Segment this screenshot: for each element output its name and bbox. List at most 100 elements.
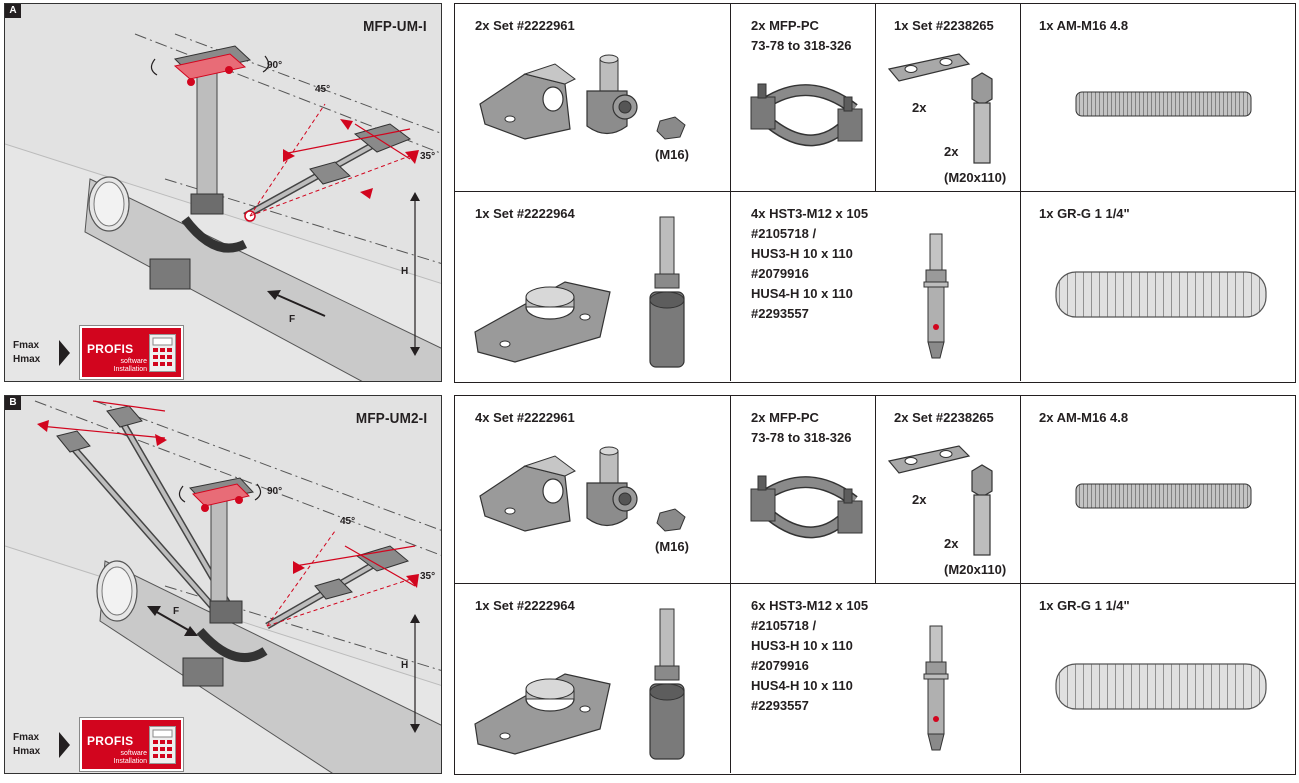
anchor-bolt-icon bbox=[923, 625, 949, 751]
profis-brand: PROFIS bbox=[87, 734, 134, 748]
corrugated-tube-label: 1x GR-G 1 1/4" bbox=[1039, 598, 1130, 613]
profis-brand: PROFIS bbox=[87, 342, 134, 356]
angle-45-label: 45° bbox=[315, 84, 330, 95]
anchor-line-4: #2079916 bbox=[751, 658, 809, 673]
plate-bolt-set-icon bbox=[887, 53, 993, 164]
bracket-set-label: 2x Set #2222961 bbox=[475, 18, 575, 33]
pipe-clamp-qty: 2x MFP-PC bbox=[751, 410, 819, 425]
plate-bolt-set-label: 1x Set #2238265 bbox=[894, 18, 994, 33]
bolt-qty-label: 2x bbox=[944, 536, 959, 551]
pipe-hanger-illustration-b: 90° 45° 35° H F bbox=[5, 396, 441, 773]
parts-table-a: 2x Set #2222961 (M16) 2x MFP-PC 73-78 to… bbox=[454, 3, 1296, 383]
angle-45-label: 45° bbox=[340, 516, 355, 527]
bracket-set-label: 4x Set #2222961 bbox=[475, 410, 575, 425]
anchor-line-1: 4x HST3-M12 x 105 bbox=[751, 206, 869, 221]
play-arrow-icon bbox=[59, 340, 70, 366]
nut-size-label: (M16) bbox=[655, 539, 689, 554]
bracket-set-icon bbox=[479, 446, 686, 532]
hmax-text: Hmax bbox=[13, 746, 41, 757]
anchor-bolt-icon bbox=[923, 233, 949, 359]
base-plate-set-icon bbox=[474, 608, 685, 760]
play-arrow-icon bbox=[59, 732, 70, 758]
angle-90-label: 90° bbox=[267, 486, 282, 497]
installation-diagram-a: 90° 45° 35° H F A MFP-UM-I Fmax Hmax PRO… bbox=[4, 3, 442, 382]
anchors-label: 4x HST3-M12 x 105 #2105718 / HUS3-H 10 x… bbox=[751, 204, 868, 324]
force-label: F bbox=[289, 314, 295, 325]
anchor-line-5: HUS4-H 10 x 110 bbox=[751, 678, 853, 693]
threaded-rod-label: 2x AM-M16 4.8 bbox=[1039, 410, 1129, 425]
anchor-line-2: #2105718 / bbox=[751, 618, 817, 633]
anchor-line-3: HUS3-H 10 x 110 bbox=[751, 638, 853, 653]
cell-bracket-set: 4x Set #2222961 (M16) bbox=[455, 396, 731, 584]
pipe-clamp-range: 73-78 to 318-326 bbox=[751, 38, 852, 53]
anchor-line-6: #2293557 bbox=[751, 698, 809, 713]
base-plate-set-icon bbox=[474, 216, 685, 368]
corrugated-tube-icon bbox=[1055, 663, 1267, 710]
cell-pipe-clamp: 2x MFP-PC 73-78 to 318-326 bbox=[731, 396, 876, 584]
pipe-clamp-label: 2x MFP-PC 73-78 to 318-326 bbox=[751, 408, 851, 448]
threaded-rod-icon bbox=[1075, 483, 1252, 509]
corrugated-tube-label: 1x GR-G 1 1/4" bbox=[1039, 206, 1130, 221]
cell-base-plate-set: 1x Set #2222964 bbox=[455, 584, 731, 773]
profis-sub: software Installation bbox=[102, 750, 147, 766]
bracket-set-icon bbox=[479, 54, 686, 140]
cell-corrugated-tube: 1x GR-G 1 1/4" bbox=[1021, 192, 1295, 381]
cell-threaded-rod: 2x AM-M16 4.8 bbox=[1021, 396, 1295, 584]
panel-letter: B bbox=[5, 396, 21, 410]
fmax-text: Fmax bbox=[13, 340, 40, 351]
profis-sub-line1: software bbox=[120, 750, 147, 757]
corrugated-tube-icon bbox=[1055, 271, 1267, 318]
hmax-text: Hmax bbox=[13, 354, 41, 365]
cell-pipe-clamp: 2x MFP-PC 73-78 to 318-326 bbox=[731, 4, 876, 192]
base-plate-set-label: 1x Set #2222964 bbox=[475, 598, 575, 613]
profis-sub-line1: software bbox=[120, 358, 147, 365]
plate-qty-label: 2x bbox=[912, 100, 927, 115]
cell-plate-bolt-set: 2x Set #2238265 2x 2x (M20x110) bbox=[876, 396, 1021, 584]
parts-table-b: 4x Set #2222961 (M16) 2x MFP-PC 73-78 to… bbox=[454, 395, 1296, 775]
fmax-hmax-label: Fmax Hmax bbox=[13, 339, 45, 367]
anchors-label: 6x HST3-M12 x 105 #2105718 / HUS3-H 10 x… bbox=[751, 596, 868, 716]
bolt-qty-label: 2x bbox=[944, 144, 959, 159]
plate-qty-label: 2x bbox=[912, 492, 927, 507]
threaded-rod-icon bbox=[1075, 91, 1252, 117]
fmax-text: Fmax bbox=[13, 732, 40, 743]
profis-software-button[interactable]: PROFIS software Installation bbox=[79, 325, 184, 380]
angle-35-label: 35° bbox=[420, 571, 435, 582]
pipe-hanger-illustration-a: 90° 45° 35° H F bbox=[5, 4, 441, 381]
plate-bolt-set-label: 2x Set #2238265 bbox=[894, 410, 994, 425]
anchor-line-6: #2293557 bbox=[751, 306, 809, 321]
cell-plate-bolt-set: 1x Set #2238265 2x 2x (M20x110) bbox=[876, 4, 1021, 192]
pipe-clamp-label: 2x MFP-PC 73-78 to 318-326 bbox=[751, 16, 851, 56]
installation-diagram-b: 90° 45° 35° H F B MFP-UM2-I Fmax Hmax PR… bbox=[4, 395, 442, 774]
bolt-size-label: (M20x110) bbox=[944, 562, 1007, 577]
profis-sub-line2: Installation bbox=[113, 366, 147, 373]
pipe-clamp-icon bbox=[750, 83, 863, 147]
profis-software-button[interactable]: PROFIS software Installation bbox=[79, 717, 184, 772]
profis-sub-line2: Installation bbox=[113, 758, 147, 765]
anchor-line-1: 6x HST3-M12 x 105 bbox=[751, 598, 869, 613]
nut-size-label: (M16) bbox=[655, 147, 689, 162]
cell-corrugated-tube: 1x GR-G 1 1/4" bbox=[1021, 584, 1295, 773]
cell-anchors: 4x HST3-M12 x 105 #2105718 / HUS3-H 10 x… bbox=[731, 192, 1021, 381]
angle-90-label: 90° bbox=[267, 60, 282, 71]
cell-threaded-rod: 1x AM-M16 4.8 bbox=[1021, 4, 1295, 192]
bolt-size-label: (M20x110) bbox=[944, 170, 1007, 185]
base-plate-set-label: 1x Set #2222964 bbox=[475, 206, 575, 221]
profis-sub: software Installation bbox=[102, 358, 147, 374]
threaded-rod-label: 1x AM-M16 4.8 bbox=[1039, 18, 1129, 33]
anchor-line-4: #2079916 bbox=[751, 266, 809, 281]
cell-anchors: 6x HST3-M12 x 105 #2105718 / HUS3-H 10 x… bbox=[731, 584, 1021, 773]
panel-letter: A bbox=[5, 4, 21, 18]
cell-bracket-set: 2x Set #2222961 (M16) bbox=[455, 4, 731, 192]
product-name: MFP-UM-I bbox=[363, 18, 427, 35]
pipe-clamp-qty: 2x MFP-PC bbox=[751, 18, 819, 33]
anchor-line-5: HUS4-H 10 x 110 bbox=[751, 286, 853, 301]
pipe-clamp-icon bbox=[750, 475, 863, 539]
force-label: F bbox=[173, 606, 179, 617]
anchor-line-2: #2105718 / bbox=[751, 226, 817, 241]
angle-35-label: 35° bbox=[420, 151, 435, 162]
cell-base-plate-set: 1x Set #2222964 bbox=[455, 192, 731, 381]
product-name: MFP-UM2-I bbox=[355, 410, 427, 427]
height-label: H bbox=[401, 660, 408, 671]
plate-bolt-set-icon bbox=[887, 445, 993, 556]
